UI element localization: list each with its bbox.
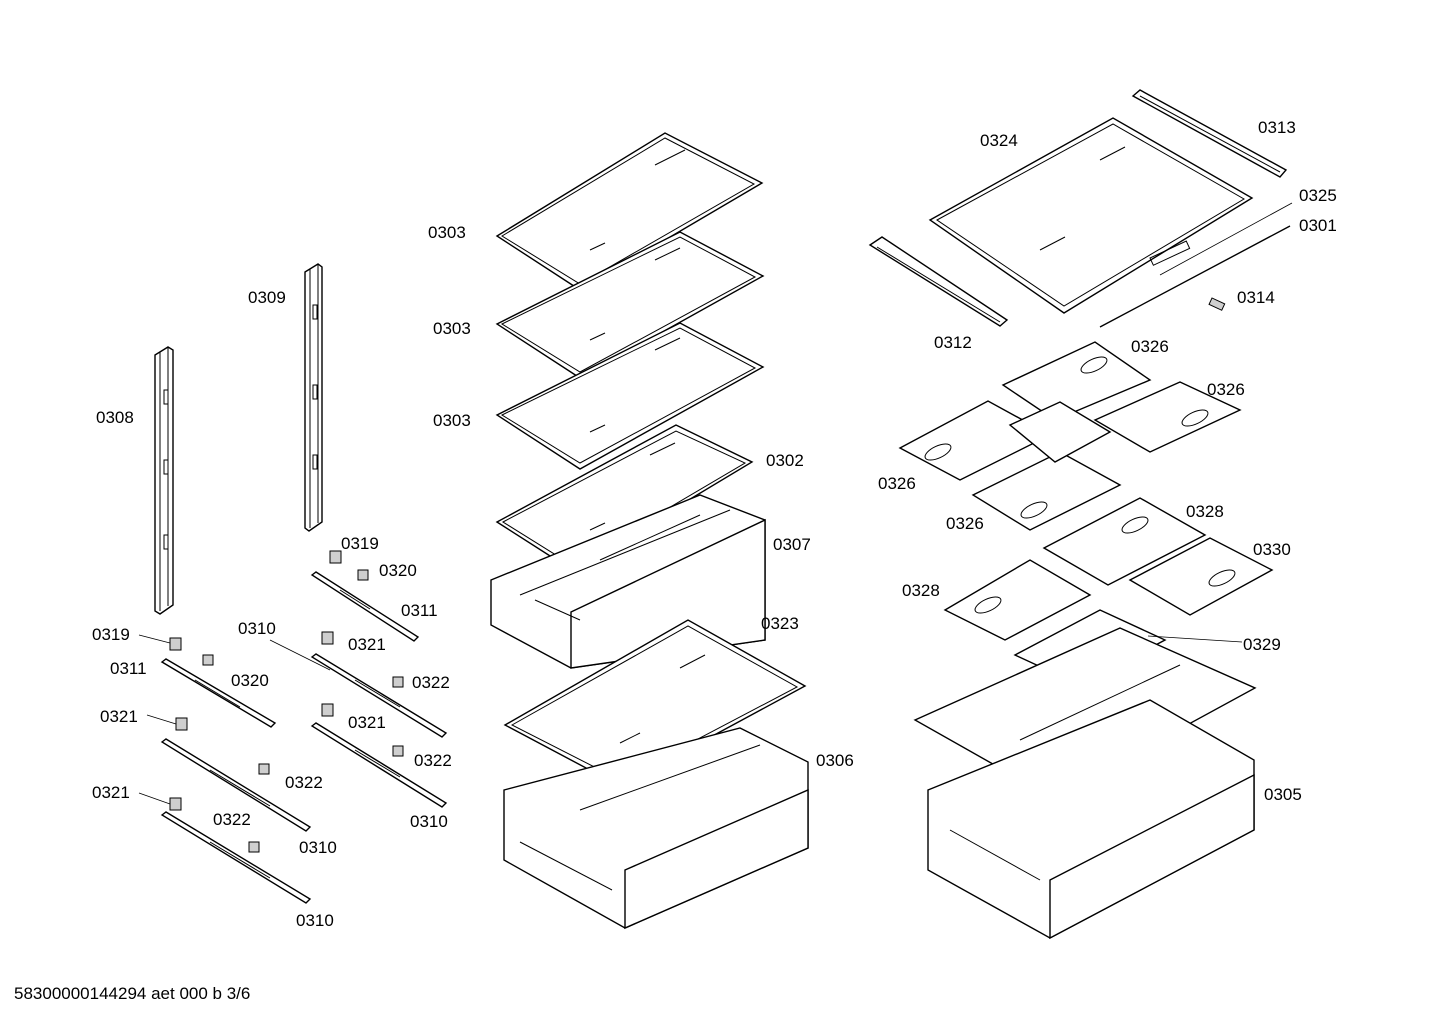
label-0311: 0311: [401, 601, 438, 620]
drawer-0306: [503, 727, 809, 930]
label-0322: 0322: [414, 751, 452, 770]
shelf-0303-top: [495, 132, 764, 291]
label-0323: 0323: [761, 614, 799, 633]
label-0320: 0320: [231, 671, 269, 690]
drawer-0305: [913, 627, 1257, 940]
label-0312: 0312: [934, 333, 972, 352]
label-0303: 0303: [433, 411, 471, 430]
label-0301: 0301: [1299, 216, 1337, 235]
label-0310: 0310: [299, 838, 337, 857]
glass-0324: [928, 117, 1254, 314]
rail-0312: [868, 236, 1009, 327]
label-0322: 0322: [412, 673, 450, 692]
rail-0313: [1131, 89, 1288, 178]
label-0314: 0314: [1237, 288, 1275, 307]
slide-rails: [160, 571, 448, 904]
label-0319: 0319: [92, 625, 130, 644]
label-0325: 0325: [1299, 186, 1337, 205]
label-0303: 0303: [433, 319, 471, 338]
label-0329: 0329: [1243, 635, 1281, 654]
label-0328: 0328: [902, 581, 940, 600]
label-0324: 0324: [980, 131, 1018, 150]
label-0319: 0319: [341, 534, 379, 553]
label-0320: 0320: [379, 561, 417, 580]
shelf-0303-mid: [495, 231, 765, 379]
leader-lines: [138, 202, 1293, 805]
label-0310: 0310: [410, 812, 448, 831]
label-0322: 0322: [285, 773, 323, 792]
drawing-reference-footer: 58300000144294 aet 000 b 3/6: [14, 984, 251, 1003]
label-0303: 0303: [428, 223, 466, 242]
label-0321: 0321: [348, 635, 386, 654]
panels-0326: [898, 341, 1242, 531]
label-0322: 0322: [213, 810, 251, 829]
label-0307: 0307: [773, 535, 811, 554]
label-0321: 0321: [92, 783, 130, 802]
label-0305: 0305: [1264, 785, 1302, 804]
part-0314: [1208, 297, 1226, 311]
label-0309: 0309: [248, 288, 286, 307]
rail-0309: [304, 263, 323, 532]
label-0326: 0326: [878, 474, 916, 493]
rail-0308: [154, 346, 174, 615]
label-0302: 0302: [766, 451, 804, 470]
label-0308: 0308: [96, 408, 134, 427]
label-0326: 0326: [1207, 380, 1245, 399]
label-0326: 0326: [946, 514, 984, 533]
label-0310: 0310: [238, 619, 276, 638]
label-0313: 0313: [1258, 118, 1296, 137]
label-0306: 0306: [816, 751, 854, 770]
label-0310: 0310: [296, 911, 334, 930]
label-0321: 0321: [348, 713, 386, 732]
glass-0323: [503, 619, 807, 787]
shelf-0303-low: [495, 322, 765, 470]
clips: [169, 550, 404, 853]
label-0330: 0330: [1253, 540, 1291, 559]
shelf-0302: [495, 424, 754, 571]
label-0321: 0321: [100, 707, 138, 726]
label-0326: 0326: [1131, 337, 1169, 356]
rod-0301: [1099, 225, 1291, 328]
label-0311: 0311: [110, 659, 147, 678]
label-0328: 0328: [1186, 502, 1224, 521]
